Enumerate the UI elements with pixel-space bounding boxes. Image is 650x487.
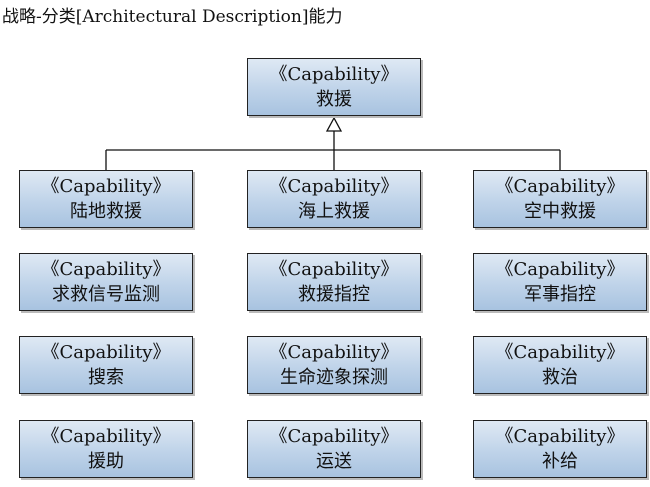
stereotype-label: 《Capability》 xyxy=(269,342,399,363)
stereotype-label: 《Capability》 xyxy=(495,176,625,197)
capability-node-root[interactable]: 《Capability》 救援 xyxy=(247,58,421,116)
capability-node-child-3[interactable]: 《Capability》 空中救援 xyxy=(473,170,647,228)
capability-node[interactable]: 《Capability》 生命迹象探测 xyxy=(247,336,421,394)
capability-node-child-2[interactable]: 《Capability》 海上救援 xyxy=(247,170,421,228)
stereotype-label: 《Capability》 xyxy=(495,426,625,447)
stereotype-label: 《Capability》 xyxy=(269,259,399,280)
capability-name: 救援指控 xyxy=(298,284,370,305)
capability-node[interactable]: 《Capability》 军事指控 xyxy=(473,253,647,311)
capability-node[interactable]: 《Capability》 救治 xyxy=(473,336,647,394)
stereotype-label: 《Capability》 xyxy=(41,176,171,197)
diagram-title: 战略-分类[Architectural Description]能力 xyxy=(2,7,343,27)
stereotype-label: 《Capability》 xyxy=(269,426,399,447)
capability-name: 援助 xyxy=(88,451,124,472)
capability-name: 军事指控 xyxy=(524,284,596,305)
capability-node[interactable]: 《Capability》 搜索 xyxy=(19,336,193,394)
capability-name: 补给 xyxy=(542,451,578,472)
stereotype-label: 《Capability》 xyxy=(41,259,171,280)
stereotype-label: 《Capability》 xyxy=(41,342,171,363)
capability-name: 求救信号监测 xyxy=(52,284,160,305)
stereotype-label: 《Capability》 xyxy=(269,64,399,85)
capability-name: 生命迹象探测 xyxy=(280,367,388,388)
capability-name: 搜索 xyxy=(88,367,124,388)
capability-name: 救援 xyxy=(316,89,352,110)
capability-name: 运送 xyxy=(316,451,352,472)
stereotype-label: 《Capability》 xyxy=(495,259,625,280)
stereotype-label: 《Capability》 xyxy=(41,426,171,447)
capability-name: 陆地救援 xyxy=(70,201,142,222)
capability-node[interactable]: 《Capability》 救援指控 xyxy=(247,253,421,311)
stereotype-label: 《Capability》 xyxy=(269,176,399,197)
capability-node[interactable]: 《Capability》 运送 xyxy=(247,420,421,478)
capability-node-child-1[interactable]: 《Capability》 陆地救援 xyxy=(19,170,193,228)
generalization-arrowhead xyxy=(325,116,343,132)
capability-name: 空中救援 xyxy=(524,201,596,222)
capability-node[interactable]: 《Capability》 补给 xyxy=(473,420,647,478)
capability-name: 海上救援 xyxy=(298,201,370,222)
capability-name: 救治 xyxy=(542,367,578,388)
capability-node[interactable]: 《Capability》 求救信号监测 xyxy=(19,253,193,311)
stereotype-label: 《Capability》 xyxy=(495,342,625,363)
capability-node[interactable]: 《Capability》 援助 xyxy=(19,420,193,478)
